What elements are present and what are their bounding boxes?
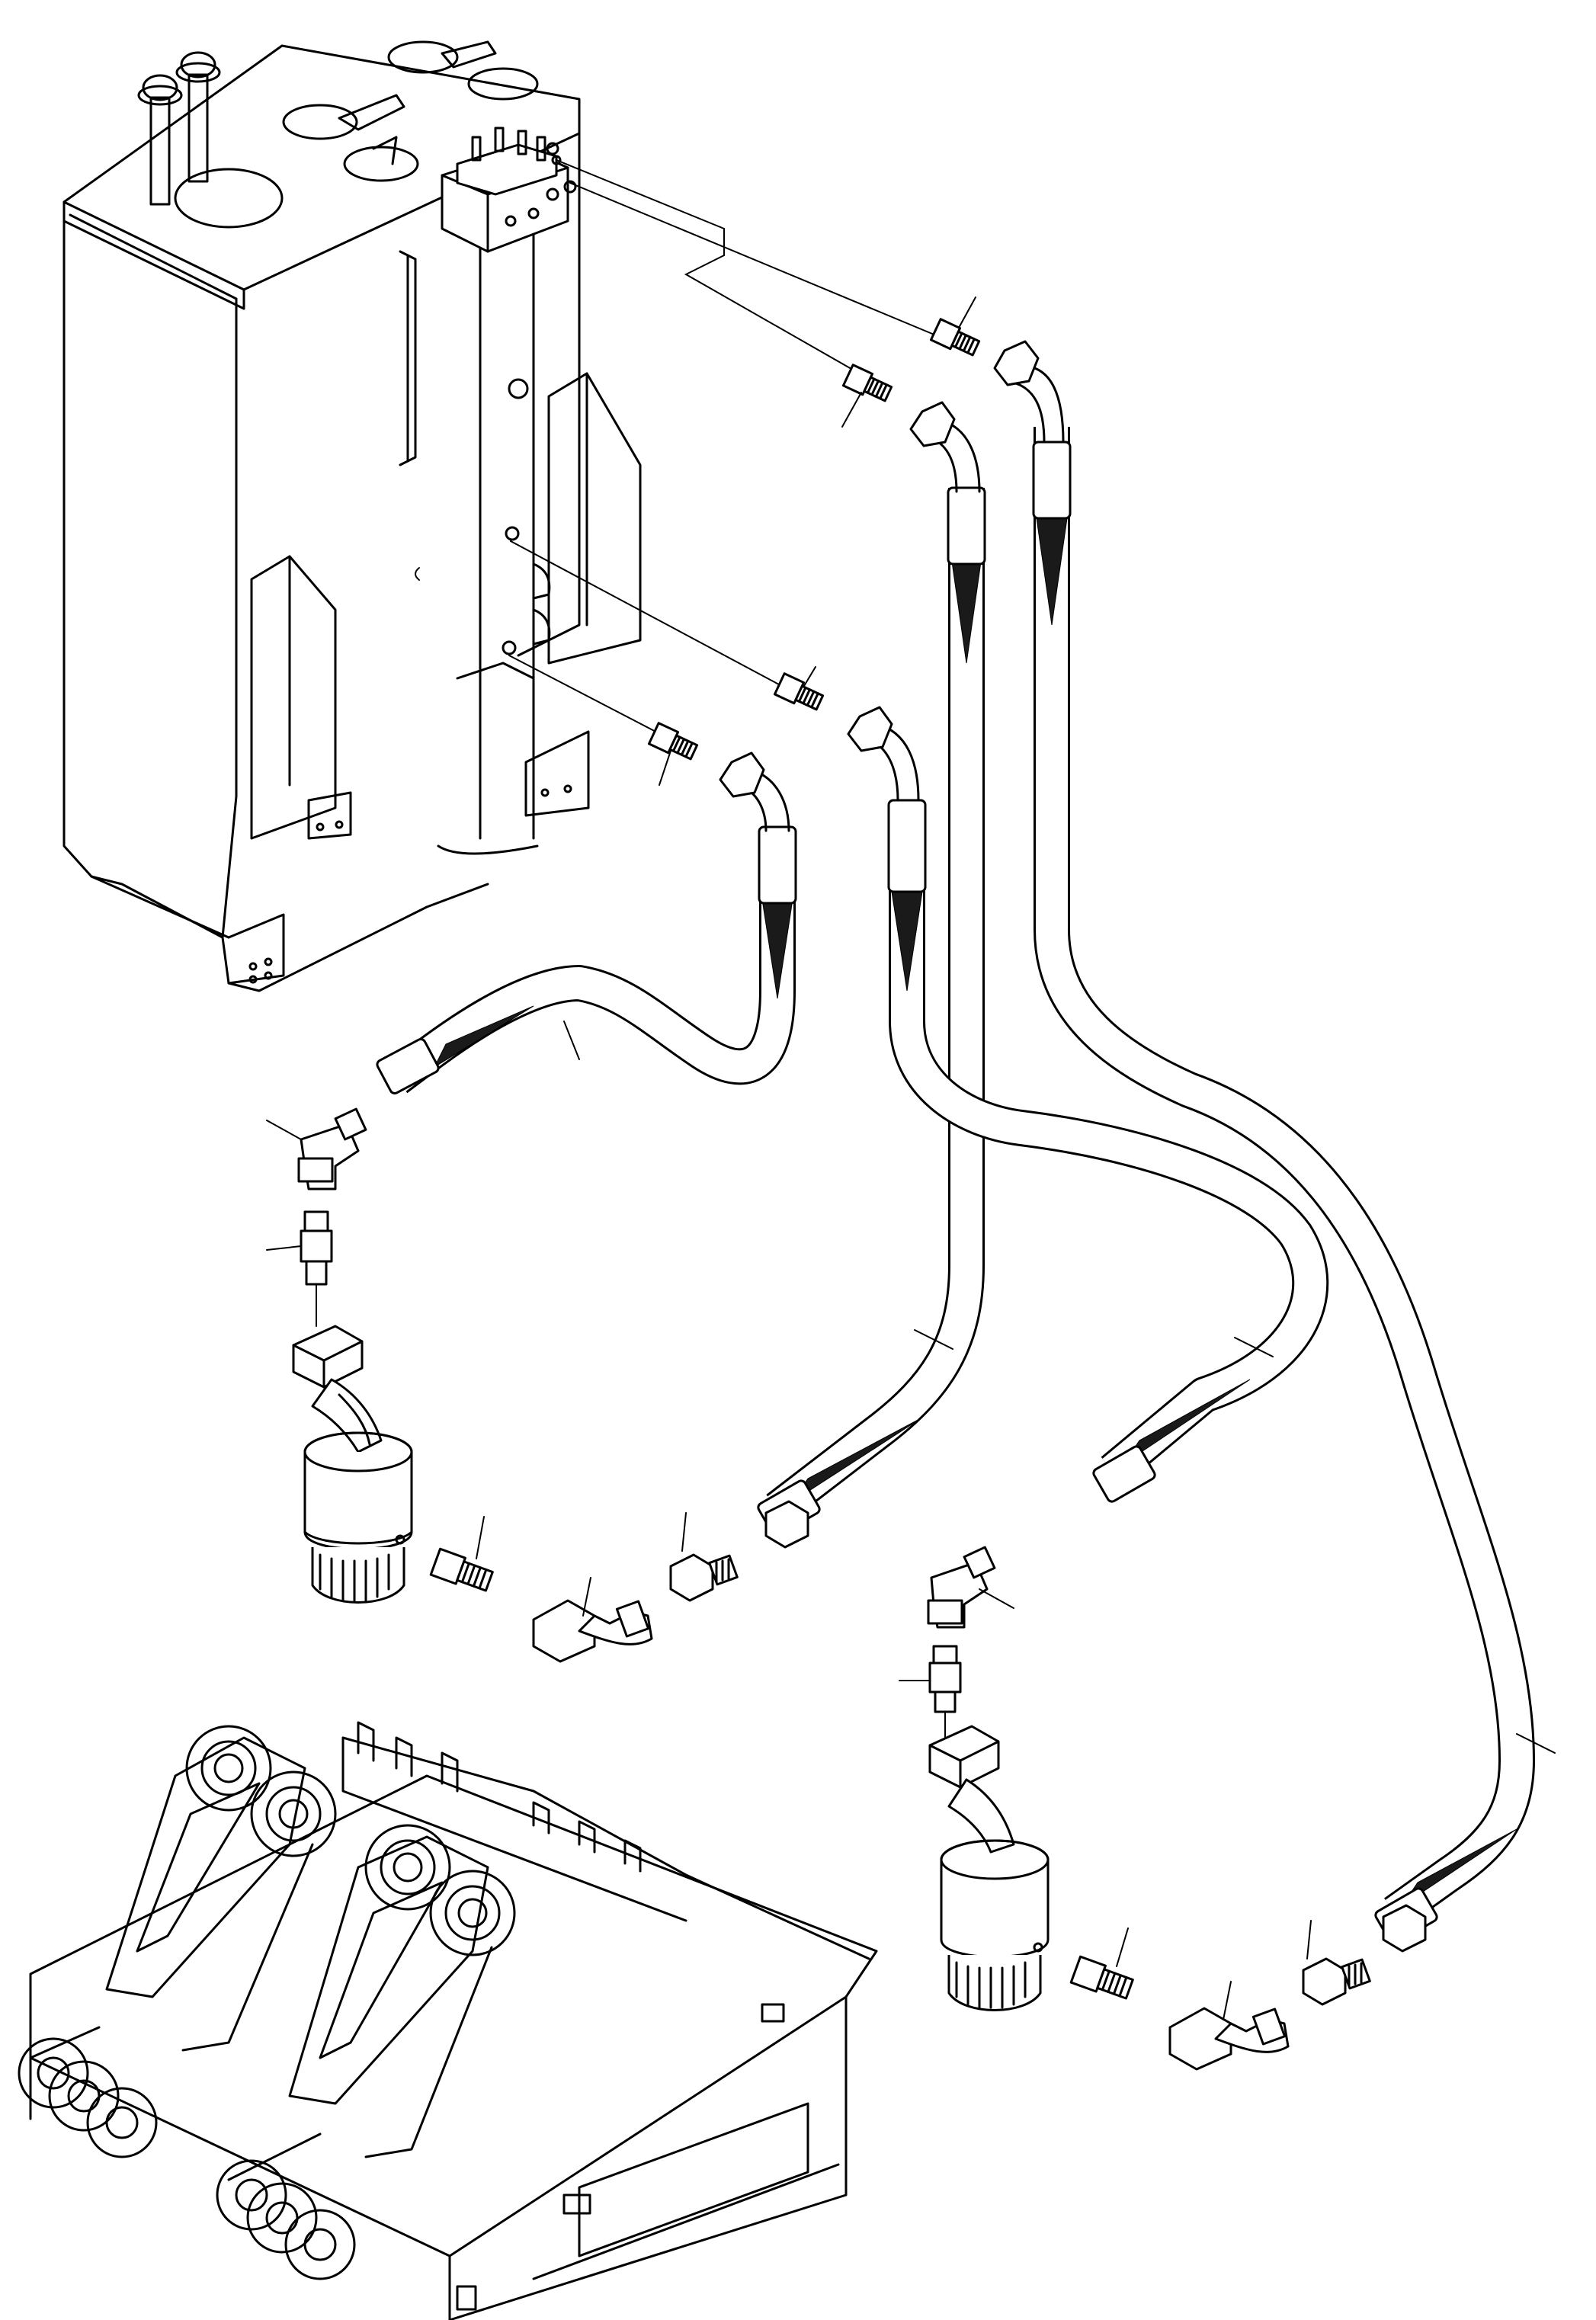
valve-block-icon	[442, 128, 575, 252]
elbow-fitting-icon	[720, 341, 1063, 831]
swivel-joint-icon	[928, 1547, 1425, 2069]
hydraulic-tank-icon	[64, 42, 640, 991]
adapter-fitting-icon	[649, 319, 980, 763]
swivel-joint-icon	[293, 1109, 808, 1661]
loader-frame-icon	[19, 1722, 877, 2320]
callout-leaders	[267, 297, 1555, 2020]
hose-icon	[396, 427, 1517, 1913]
pipe-centerlines	[509, 160, 945, 735]
